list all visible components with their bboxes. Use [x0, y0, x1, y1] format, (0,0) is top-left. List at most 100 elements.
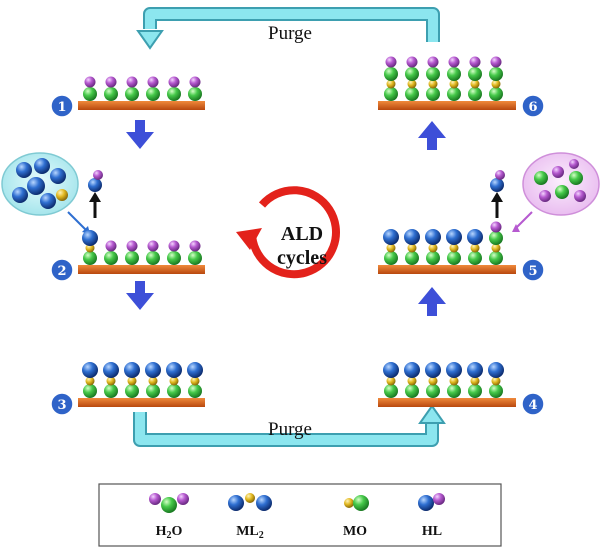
o-site [426, 384, 440, 398]
step-badge-5: 5 [521, 258, 545, 282]
oh-site [104, 87, 118, 101]
h-atom [490, 221, 502, 233]
ligand-group [82, 362, 98, 378]
legend-box [98, 483, 502, 547]
metal-atom [491, 243, 501, 253]
legend-ml2-label: ML2 [236, 524, 264, 541]
o-site [468, 87, 482, 101]
flow-arrow-5-6 [418, 121, 446, 150]
h2o-bubble [522, 152, 600, 216]
ligand-group [124, 362, 140, 378]
o-site [447, 251, 461, 265]
metal-atom [407, 376, 417, 386]
metal-atom [470, 243, 480, 253]
o-site [468, 251, 482, 265]
metal-atom [106, 376, 116, 386]
ligand-group [488, 362, 504, 378]
o-site [489, 231, 503, 245]
metal-atom [407, 79, 417, 89]
ligand-group [166, 362, 182, 378]
purge-bottom-arrowhead [418, 404, 446, 424]
metal-atom [449, 79, 459, 89]
metal-atom [428, 79, 438, 89]
metal-atom [470, 79, 480, 89]
released-h [93, 170, 103, 180]
release-arrow-5 [491, 192, 503, 218]
ligand-group [383, 362, 399, 378]
substrate-6 [378, 101, 516, 110]
o-site [83, 384, 97, 398]
flow-arrow-2-3 [126, 281, 154, 310]
ligand-group [467, 362, 483, 378]
metal-atom [169, 376, 179, 386]
legend-mo-icon [344, 495, 369, 511]
flow-arrow-4-5 [418, 287, 446, 316]
o-site [489, 67, 503, 81]
step-badge-3: 3 [50, 392, 74, 416]
ligand-group [383, 229, 399, 245]
h-atom [189, 240, 201, 252]
o-site [83, 251, 97, 265]
metal-atom [491, 79, 501, 89]
o-site [384, 87, 398, 101]
legend-h2o-icon [149, 493, 189, 513]
substrate-3 [78, 398, 205, 407]
o-site [384, 251, 398, 265]
h-atom [126, 76, 138, 88]
o-site [405, 87, 419, 101]
o-site [426, 251, 440, 265]
o-site [405, 384, 419, 398]
h-atom [168, 76, 180, 88]
oh-site [83, 87, 97, 101]
o-site [426, 67, 440, 81]
o-site [447, 67, 461, 81]
h-atom [385, 56, 397, 68]
step-badge-6: 6 [521, 94, 545, 118]
ald-cycle-icon [236, 186, 340, 279]
substrate-1 [78, 101, 205, 110]
svg-text:2: 2 [57, 264, 66, 279]
purge-top-arrowhead [136, 30, 164, 50]
o-site [125, 384, 139, 398]
o-site [104, 384, 118, 398]
legend-hl-icon [418, 493, 445, 511]
step-badge-4: 4 [521, 392, 545, 416]
ligand-group [103, 362, 119, 378]
released-hl [490, 178, 504, 192]
o-site [426, 87, 440, 101]
purge-bottom-label: Purge [268, 419, 312, 440]
h-atom [490, 56, 502, 68]
svg-text:1: 1 [57, 100, 66, 115]
purge-top-label: Purge [268, 23, 312, 44]
svg-text:6: 6 [528, 100, 537, 115]
metal-atom [85, 243, 95, 253]
legend-ml2-icon [228, 493, 272, 511]
released-h [495, 170, 505, 180]
substrate-2 [78, 265, 205, 274]
substrate-5 [378, 265, 516, 274]
metal-atom [470, 376, 480, 386]
flow-arrow-1-2 [126, 120, 154, 149]
h-atom [427, 56, 439, 68]
metal-atom [386, 79, 396, 89]
metal-atom [148, 376, 158, 386]
step-badge-2: 2 [50, 258, 74, 282]
precursor-bubble [1, 152, 79, 216]
h-atom [406, 56, 418, 68]
o-site [146, 384, 160, 398]
oh-site [104, 251, 118, 265]
oh-site [146, 251, 160, 265]
metal-atom [428, 376, 438, 386]
ligand-group [404, 229, 420, 245]
h-atom [147, 76, 159, 88]
oh-site [188, 87, 202, 101]
o-site [405, 251, 419, 265]
legend-h2o-label: H2O [156, 524, 183, 541]
metal-atom [190, 376, 200, 386]
ligand-group [82, 230, 98, 246]
release-arrow-2 [89, 192, 101, 218]
oh-site [125, 251, 139, 265]
metal-atom [386, 243, 396, 253]
metal-atom [386, 376, 396, 386]
